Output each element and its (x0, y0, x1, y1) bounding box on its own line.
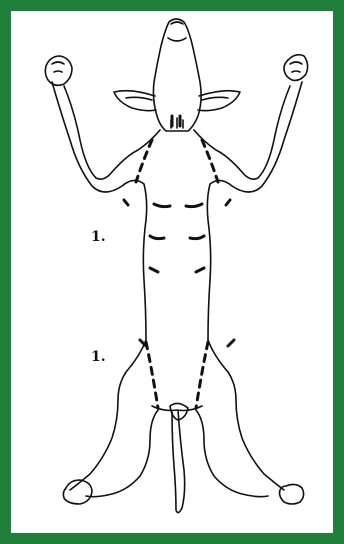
left-hind-inner (86, 410, 158, 497)
head-outline (153, 19, 201, 131)
marker-right-upper (226, 200, 230, 205)
right-front-paw-pads (290, 62, 302, 72)
label-upper: 1. (91, 229, 106, 245)
left-ear (114, 91, 156, 111)
right-forearm-outline (207, 82, 302, 490)
groin-outline (152, 406, 202, 411)
chest-mark-4 (190, 236, 204, 239)
body-left-outline (64, 86, 160, 179)
abdomen-mark-1 (150, 268, 158, 272)
snout-detail (168, 38, 186, 41)
left-ear-inner (126, 97, 152, 100)
incision-left-hip (146, 342, 158, 408)
incision-right-hip (196, 342, 208, 408)
abdomen-mark-2 (196, 268, 204, 272)
marker-right-lower (228, 340, 234, 346)
right-ear-inner (202, 97, 228, 100)
chest-mark-3 (150, 236, 164, 239)
marker-left-upper (124, 200, 128, 205)
body-right-outline (194, 86, 290, 179)
tail-outline (172, 410, 185, 513)
label-lower: 1. (91, 349, 106, 365)
chest-mark-2 (186, 204, 202, 207)
chin-mark (172, 116, 180, 126)
right-ear (198, 91, 240, 111)
left-forearm-outline (52, 82, 147, 490)
chest-mark-1 (154, 204, 170, 207)
right-hind-paw (280, 484, 304, 504)
right-front-paw (284, 55, 308, 81)
left-front-paw-pads (52, 62, 64, 72)
nose-detail (171, 22, 183, 24)
right-hind-inner (196, 410, 268, 497)
